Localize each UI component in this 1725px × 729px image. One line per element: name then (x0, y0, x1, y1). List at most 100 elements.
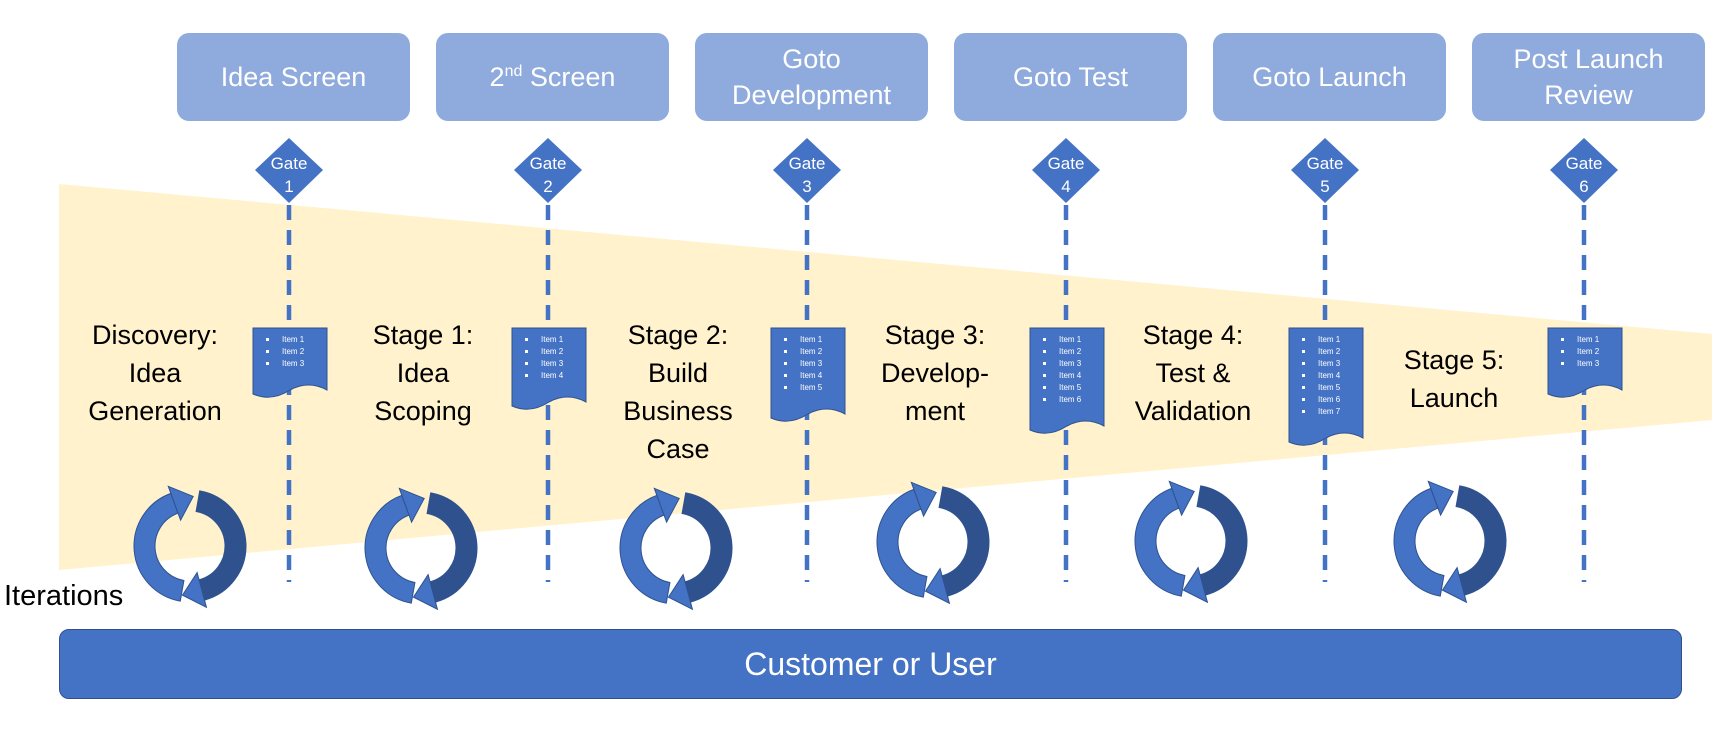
arrowhead (910, 481, 937, 518)
document-item: Item 6 (1318, 395, 1341, 404)
gate-box-text: Goto Test (1012, 61, 1129, 92)
bullet (1302, 350, 1305, 353)
gate-number: 6 (1579, 177, 1588, 196)
document-item: Item 3 (541, 359, 564, 368)
gate-label: Gate (1566, 154, 1603, 173)
gate-label: Gate (271, 154, 308, 173)
bullet (1043, 398, 1046, 401)
bullet (1043, 338, 1046, 341)
arrowhead (1168, 480, 1195, 517)
bullet (525, 350, 528, 353)
funnel-shape (59, 184, 1712, 570)
cycle-band-left (1393, 487, 1445, 597)
gate-label: Gate (530, 154, 567, 173)
bullet (784, 374, 787, 377)
cycle-band-right (938, 486, 990, 597)
gate-diamond-5: Gate 5 (1291, 138, 1359, 203)
bullet (1561, 350, 1564, 353)
document-item: Item 4 (800, 371, 823, 380)
document-item: Item 2 (1318, 347, 1341, 356)
cycle-arrows-icon (619, 487, 733, 611)
gate-box-text: Idea Screen (220, 61, 367, 92)
gate-number: 4 (1061, 177, 1070, 196)
cycle-band-left (1134, 487, 1186, 597)
iterations-label: Iterations (4, 580, 124, 612)
gate-box-6: Post Launch Review (1472, 33, 1705, 121)
cycle-arrows-icon (133, 485, 247, 609)
gate-number: 5 (1320, 177, 1329, 196)
gate-box-4: Goto Test (954, 33, 1187, 121)
document-item: Item 6 (1059, 395, 1082, 404)
arrowhead (667, 573, 694, 611)
document-icon (1288, 327, 1364, 446)
cycle-arrows-icon (364, 487, 478, 611)
bullet (784, 386, 787, 389)
gate-box-text: Goto Launch (1252, 61, 1407, 92)
bullet (1302, 374, 1305, 377)
bullet (525, 374, 528, 377)
document-item: Item 3 (1577, 359, 1600, 368)
document-item: Item 3 (1318, 359, 1341, 368)
arrowhead (1441, 566, 1468, 604)
arrowhead (1182, 566, 1209, 604)
document-item: Item 7 (1318, 407, 1341, 416)
bullet (1043, 374, 1046, 377)
diamond-gate-icon (1032, 138, 1100, 203)
document-item: Item 1 (800, 335, 823, 344)
document-item: Item 2 (800, 347, 823, 356)
document-item: Item 3 (800, 359, 823, 368)
gate-box-2: 2nd Screen (436, 33, 669, 121)
arrowhead (398, 487, 425, 524)
bullet (784, 350, 787, 353)
bullet (784, 338, 787, 341)
gate-box-3: Goto Development (695, 33, 928, 121)
cycle-band-right (426, 492, 478, 603)
document-item: Item 1 (541, 335, 564, 344)
document-item: Item 4 (1318, 371, 1341, 380)
stage-label-stage-3: Stage 3:Develop-ment (880, 320, 990, 426)
gate-box-text: Post Launch (1513, 43, 1664, 74)
gate-box-text: Goto (782, 43, 841, 74)
bullet (266, 350, 269, 353)
bullet (266, 338, 269, 341)
gate-box-1: Idea Screen (177, 33, 410, 121)
diamond-gate-icon (773, 138, 841, 203)
cycle-band-left (364, 494, 416, 604)
gate-label: Gate (1048, 154, 1085, 173)
document-icon (511, 327, 587, 410)
cycle-arrows-icon (1134, 480, 1248, 604)
document-item: Item 3 (1059, 359, 1082, 368)
customer-or-user-bar: Customer or User (59, 629, 1682, 699)
arrowhead (653, 487, 680, 524)
bullet (266, 362, 269, 365)
arrowhead (181, 571, 208, 609)
gate-box-5: Goto Launch (1213, 33, 1446, 121)
cycle-band-left (619, 494, 671, 604)
arrowhead (167, 485, 194, 522)
gate-number: 2 (543, 177, 552, 196)
bullet (1043, 362, 1046, 365)
document-item: Item 1 (1318, 335, 1341, 344)
stage-label-stage-4: Stage 4:Test &Validation (1134, 320, 1252, 426)
bullet (784, 362, 787, 365)
bullet (1302, 398, 1305, 401)
arrowhead (412, 573, 439, 611)
document-item: Item 2 (1577, 347, 1600, 356)
diamond-gate-icon (1291, 138, 1359, 203)
gate-label: Gate (1307, 154, 1344, 173)
cycle-band-left (876, 488, 928, 598)
cycle-arrows-icon (876, 481, 990, 605)
document-icon (1029, 327, 1105, 434)
document-item: Item 4 (541, 371, 564, 380)
bullet (1302, 338, 1305, 341)
cycle-band-right (1455, 485, 1507, 596)
